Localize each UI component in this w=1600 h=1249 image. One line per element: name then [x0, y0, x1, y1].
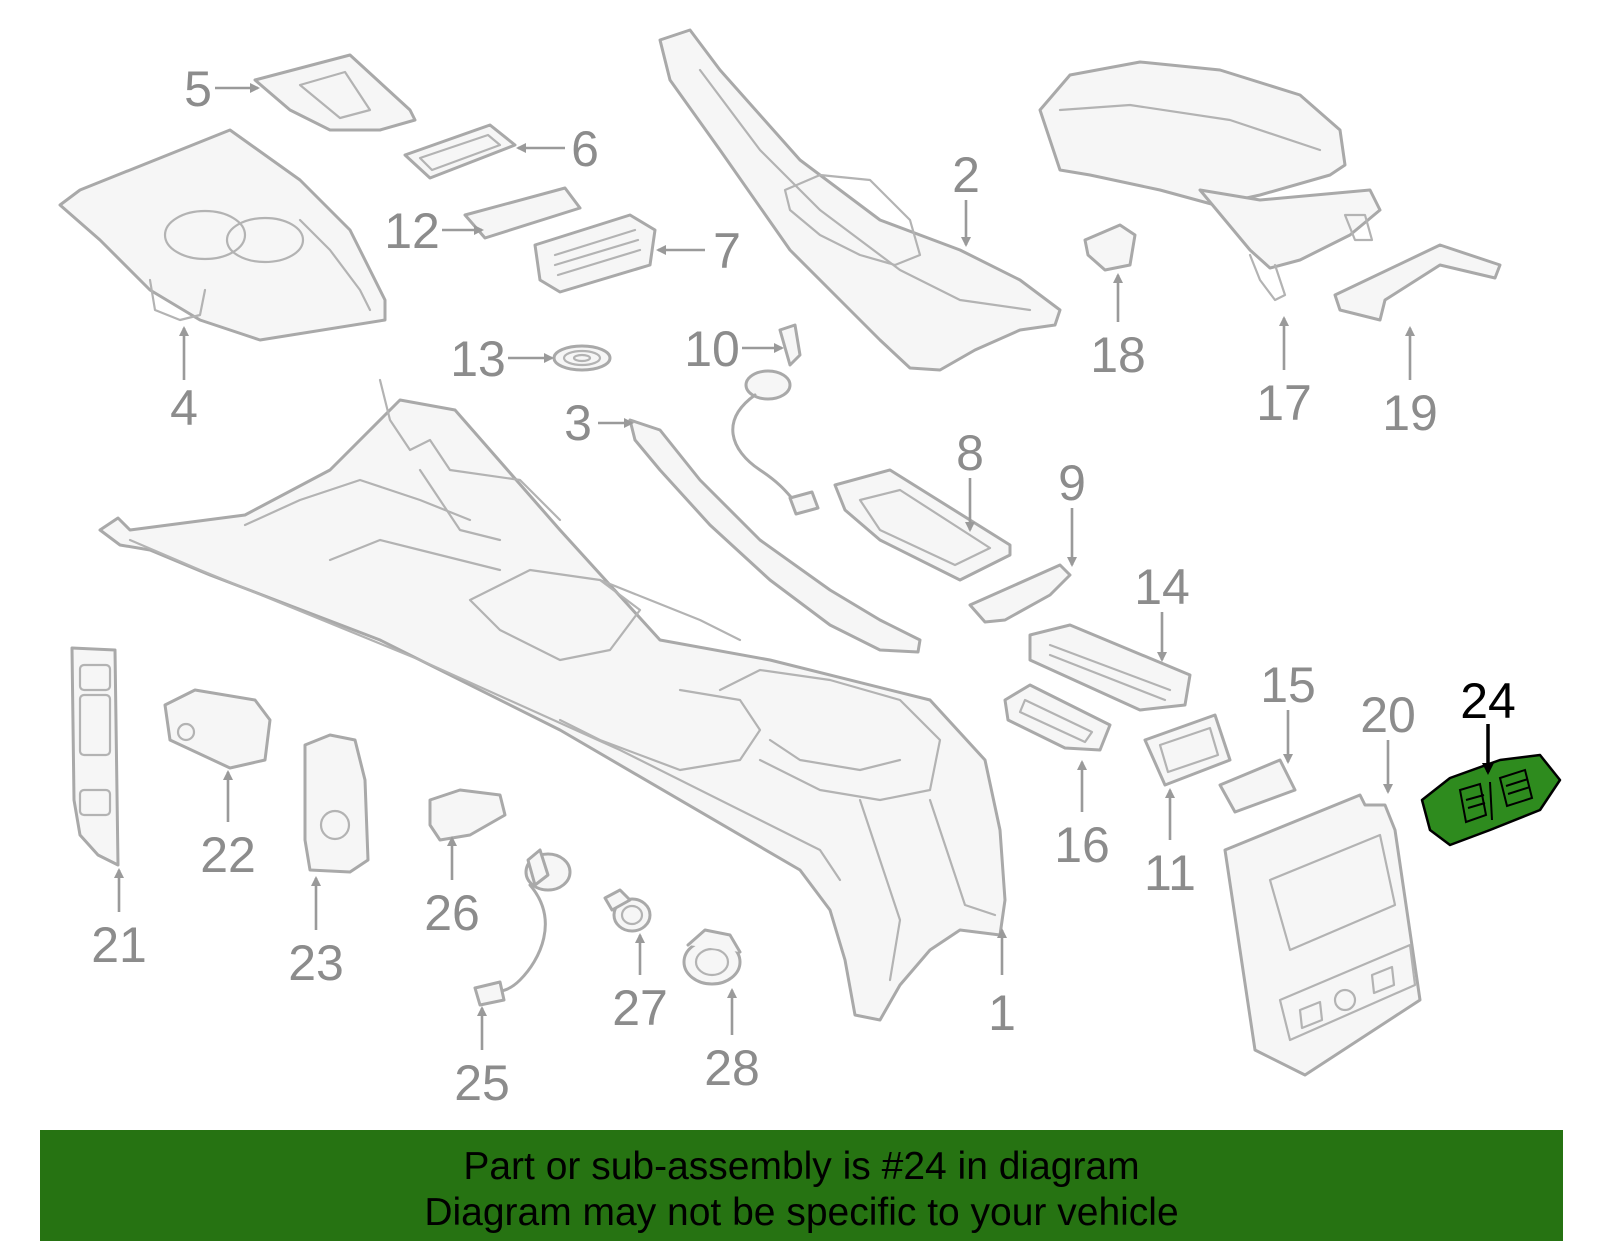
part-2-trim-panel[interactable]	[658, 28, 1062, 372]
callout-18[interactable]: 18	[1090, 327, 1146, 383]
part-20-rear-panel[interactable]	[1223, 793, 1422, 1077]
part-26-button[interactable]	[428, 788, 507, 842]
callout-4[interactable]: 4	[170, 380, 198, 436]
part-6-small-tray[interactable]	[403, 123, 517, 180]
part-14-ribbed-mat[interactable]	[1028, 623, 1192, 712]
part-24-rear-air-vent[interactable]	[1420, 753, 1562, 847]
callout-28[interactable]: 28	[704, 1040, 760, 1096]
part-21-switch-panel[interactable]	[70, 646, 120, 867]
part-17-armrest[interactable]	[1038, 60, 1382, 302]
banner-line-2: Diagram may not be specific to your vehi…	[424, 1191, 1179, 1234]
part-12-pad[interactable]	[463, 186, 582, 240]
callout-23[interactable]: 23	[288, 935, 344, 991]
callout-14[interactable]: 14	[1134, 559, 1190, 615]
callout-17[interactable]: 17	[1256, 375, 1312, 431]
callout-24[interactable]: 24	[1460, 673, 1516, 729]
callout-numbers: 1 2 3 4 5 6 7 8 9 10 11 12 13 14 15 16 1…	[91, 61, 1516, 1111]
part-4-cupholder-trim[interactable]	[58, 128, 387, 342]
callout-8[interactable]: 8	[956, 425, 984, 481]
callout-19[interactable]: 19	[1382, 385, 1438, 441]
part-18-clip[interactable]	[1083, 223, 1137, 272]
part-16-small-tray[interactable]	[1003, 683, 1112, 752]
part-27-socket[interactable]	[603, 888, 652, 933]
part-3-trim-strip[interactable]	[628, 418, 922, 654]
part-28-power-socket[interactable]	[682, 928, 742, 986]
callout-2[interactable]: 2	[952, 147, 980, 203]
callout-16[interactable]: 16	[1054, 817, 1110, 873]
part-11-storage-bin[interactable]	[1143, 713, 1232, 787]
part-9-bracket[interactable]	[968, 563, 1072, 624]
callout-1[interactable]: 1	[988, 985, 1016, 1041]
part-7-ribbed-mat[interactable]	[533, 213, 657, 294]
callout-26[interactable]: 26	[424, 885, 480, 941]
callout-5[interactable]: 5	[184, 61, 212, 117]
callout-22[interactable]: 22	[200, 827, 256, 883]
part-23-controller[interactable]	[303, 733, 370, 874]
callout-6[interactable]: 6	[571, 121, 599, 177]
callout-20[interactable]: 20	[1360, 687, 1416, 743]
callout-11[interactable]: 11	[1144, 845, 1196, 901]
callout-9[interactable]: 9	[1058, 455, 1086, 511]
part-5-shifter-bezel[interactable]	[253, 53, 417, 132]
callout-21[interactable]: 21	[91, 917, 147, 973]
part-8-tray-insert[interactable]	[833, 468, 1012, 582]
banner-line-1: Part or sub-assembly is #24 in diagram	[463, 1145, 1140, 1188]
callout-7[interactable]: 7	[713, 223, 741, 279]
part-15-small-cover[interactable]	[1218, 758, 1297, 814]
part-22-switch-block[interactable]	[163, 688, 272, 770]
part-25-connector-cable[interactable]	[473, 848, 572, 1007]
callout-13[interactable]: 13	[450, 331, 506, 387]
callout-25[interactable]: 25	[454, 1055, 510, 1111]
callout-12[interactable]: 12	[384, 203, 440, 259]
part-10-wire-harness[interactable]	[731, 323, 820, 516]
callout-10[interactable]: 10	[684, 321, 740, 377]
part-19-cover-plate[interactable]	[1333, 243, 1502, 322]
callout-27[interactable]: 27	[612, 980, 668, 1036]
callout-15[interactable]: 15	[1260, 657, 1316, 713]
callout-arrows	[114, 83, 1494, 1050]
part-info-banner: Part or sub-assembly is #24 in diagram D…	[40, 1130, 1563, 1241]
part-13-grommet[interactable]	[552, 344, 612, 372]
callout-3[interactable]: 3	[564, 395, 592, 451]
